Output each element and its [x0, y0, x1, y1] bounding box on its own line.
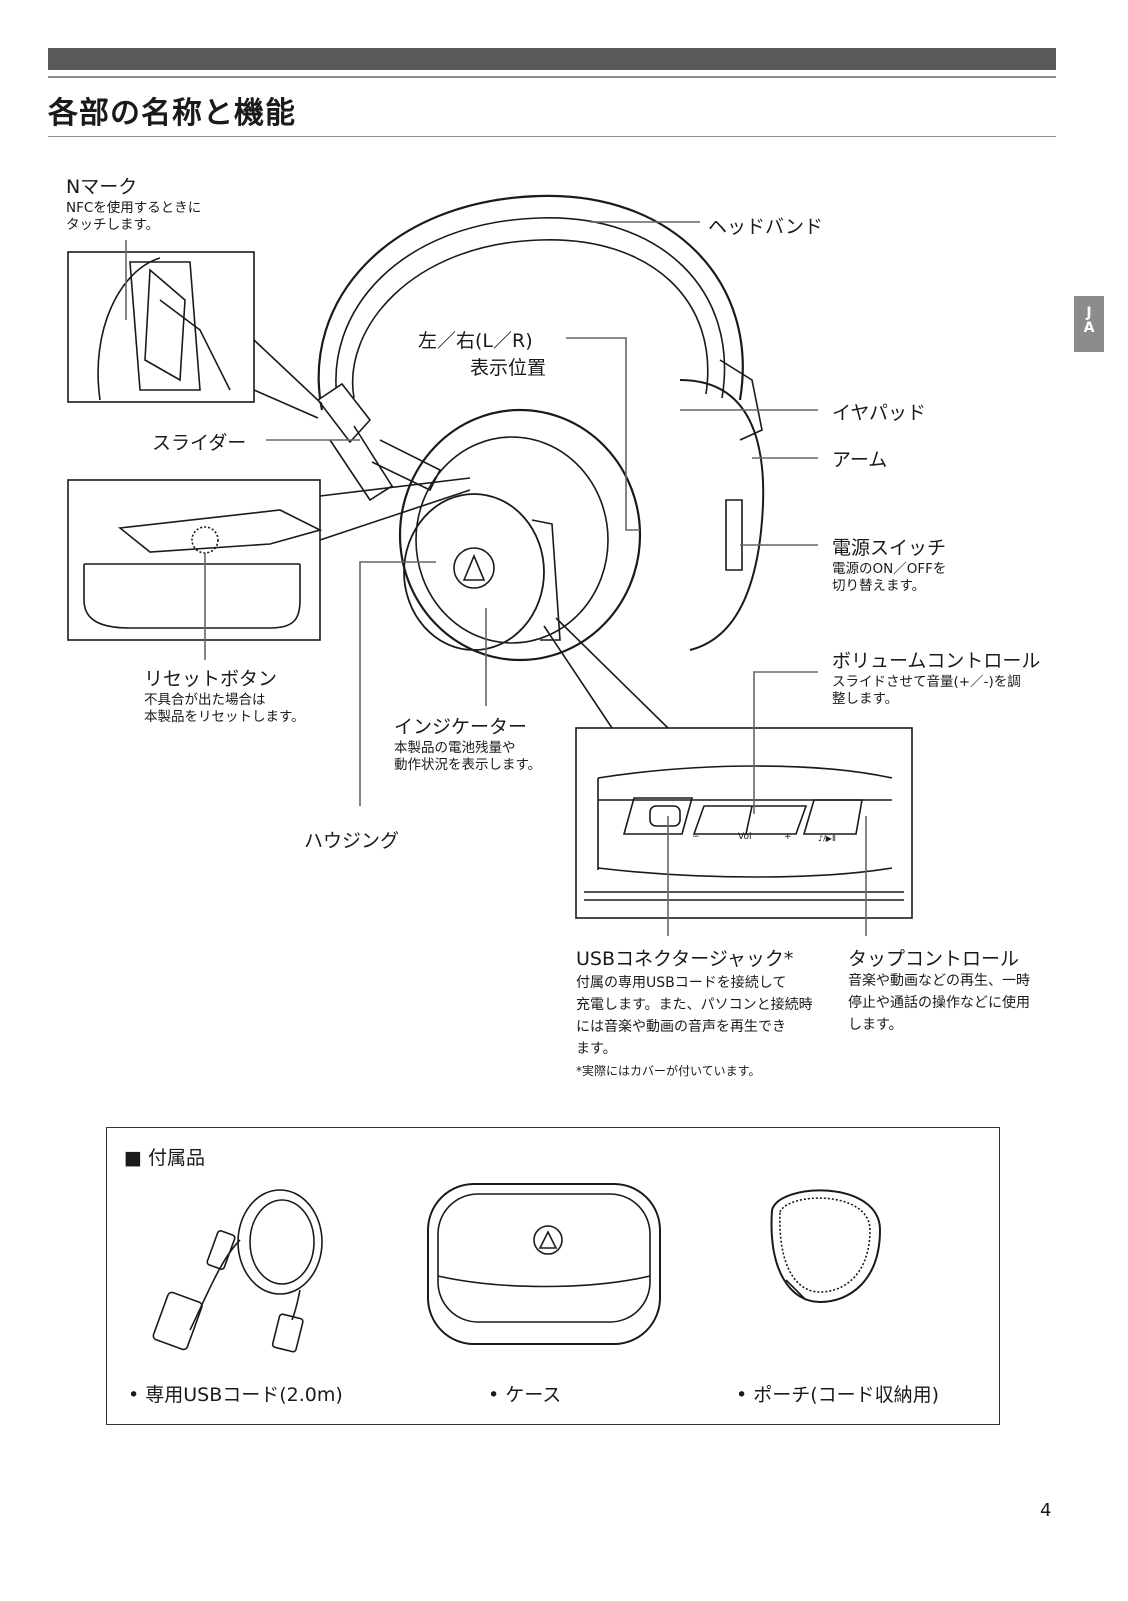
label-headband: ヘッドバンド: [708, 216, 823, 238]
accessory-pouch: • ポーチ(コード収納用): [736, 1384, 940, 1406]
accessories-title: ■ 付属品: [124, 1147, 205, 1169]
desc-volume-control: スライドさせて音量(+／-)を調 整します。: [832, 674, 1021, 707]
tap-symbol: ♪/▶Ⅱ: [818, 834, 836, 843]
page-number: 4: [1040, 1500, 1052, 1521]
desc-n-mark: NFCを使用するときに タッチします。: [66, 200, 202, 233]
vol-label: Vol: [738, 832, 752, 842]
header-rule: [48, 76, 1056, 78]
note-usb-cover: *実際にはカバーが付いています。: [576, 1064, 761, 1078]
header-bar: [48, 48, 1056, 70]
accessories-box: [106, 1127, 1000, 1425]
vol-plus-mark: +: [784, 832, 792, 842]
label-power-switch: 電源スイッチ: [832, 537, 947, 559]
desc-indicator: 本製品の電池残量や 動作状況を表示します。: [394, 740, 542, 773]
label-slider: スライダー: [152, 432, 247, 454]
language-tab: J A: [1074, 296, 1104, 352]
label-earpad: イヤパッド: [832, 402, 927, 424]
desc-tap-control: 音楽や動画などの再生、一時 停止や通話の操作などに使用 します。: [848, 973, 1030, 1033]
desc-power-switch: 電源のON／OFFを 切り替えます。: [832, 561, 947, 594]
accessory-case: • ケース: [488, 1384, 562, 1406]
vol-minus-mark: −: [692, 832, 700, 842]
label-indicator: インジケーター: [394, 716, 528, 738]
label-tap-control: タップコントロール: [848, 948, 1020, 970]
page-title: 各部の名称と機能: [48, 96, 296, 131]
label-n-mark: Nマーク: [66, 176, 138, 198]
desc-usb-jack: 付属の専用USBコードを接続して 充電します。また、パソコンと接続時 には音楽や…: [576, 975, 813, 1057]
accessory-usb-cable: • 専用USBコード(2.0m): [128, 1384, 343, 1406]
label-housing: ハウジング: [304, 830, 400, 852]
desc-reset-button: 不具合が出た場合は 本製品をリセットします。: [144, 692, 305, 725]
label-lr-position: 左／右(L／R) 表示位置: [418, 330, 547, 379]
label-reset-button: リセットボタン: [144, 668, 278, 690]
title-rule: [48, 136, 1056, 137]
label-arm: アーム: [832, 449, 888, 471]
label-volume-control: ボリュームコントロール: [832, 650, 1041, 672]
label-usb-jack: USBコネクタージャック*: [576, 948, 794, 970]
